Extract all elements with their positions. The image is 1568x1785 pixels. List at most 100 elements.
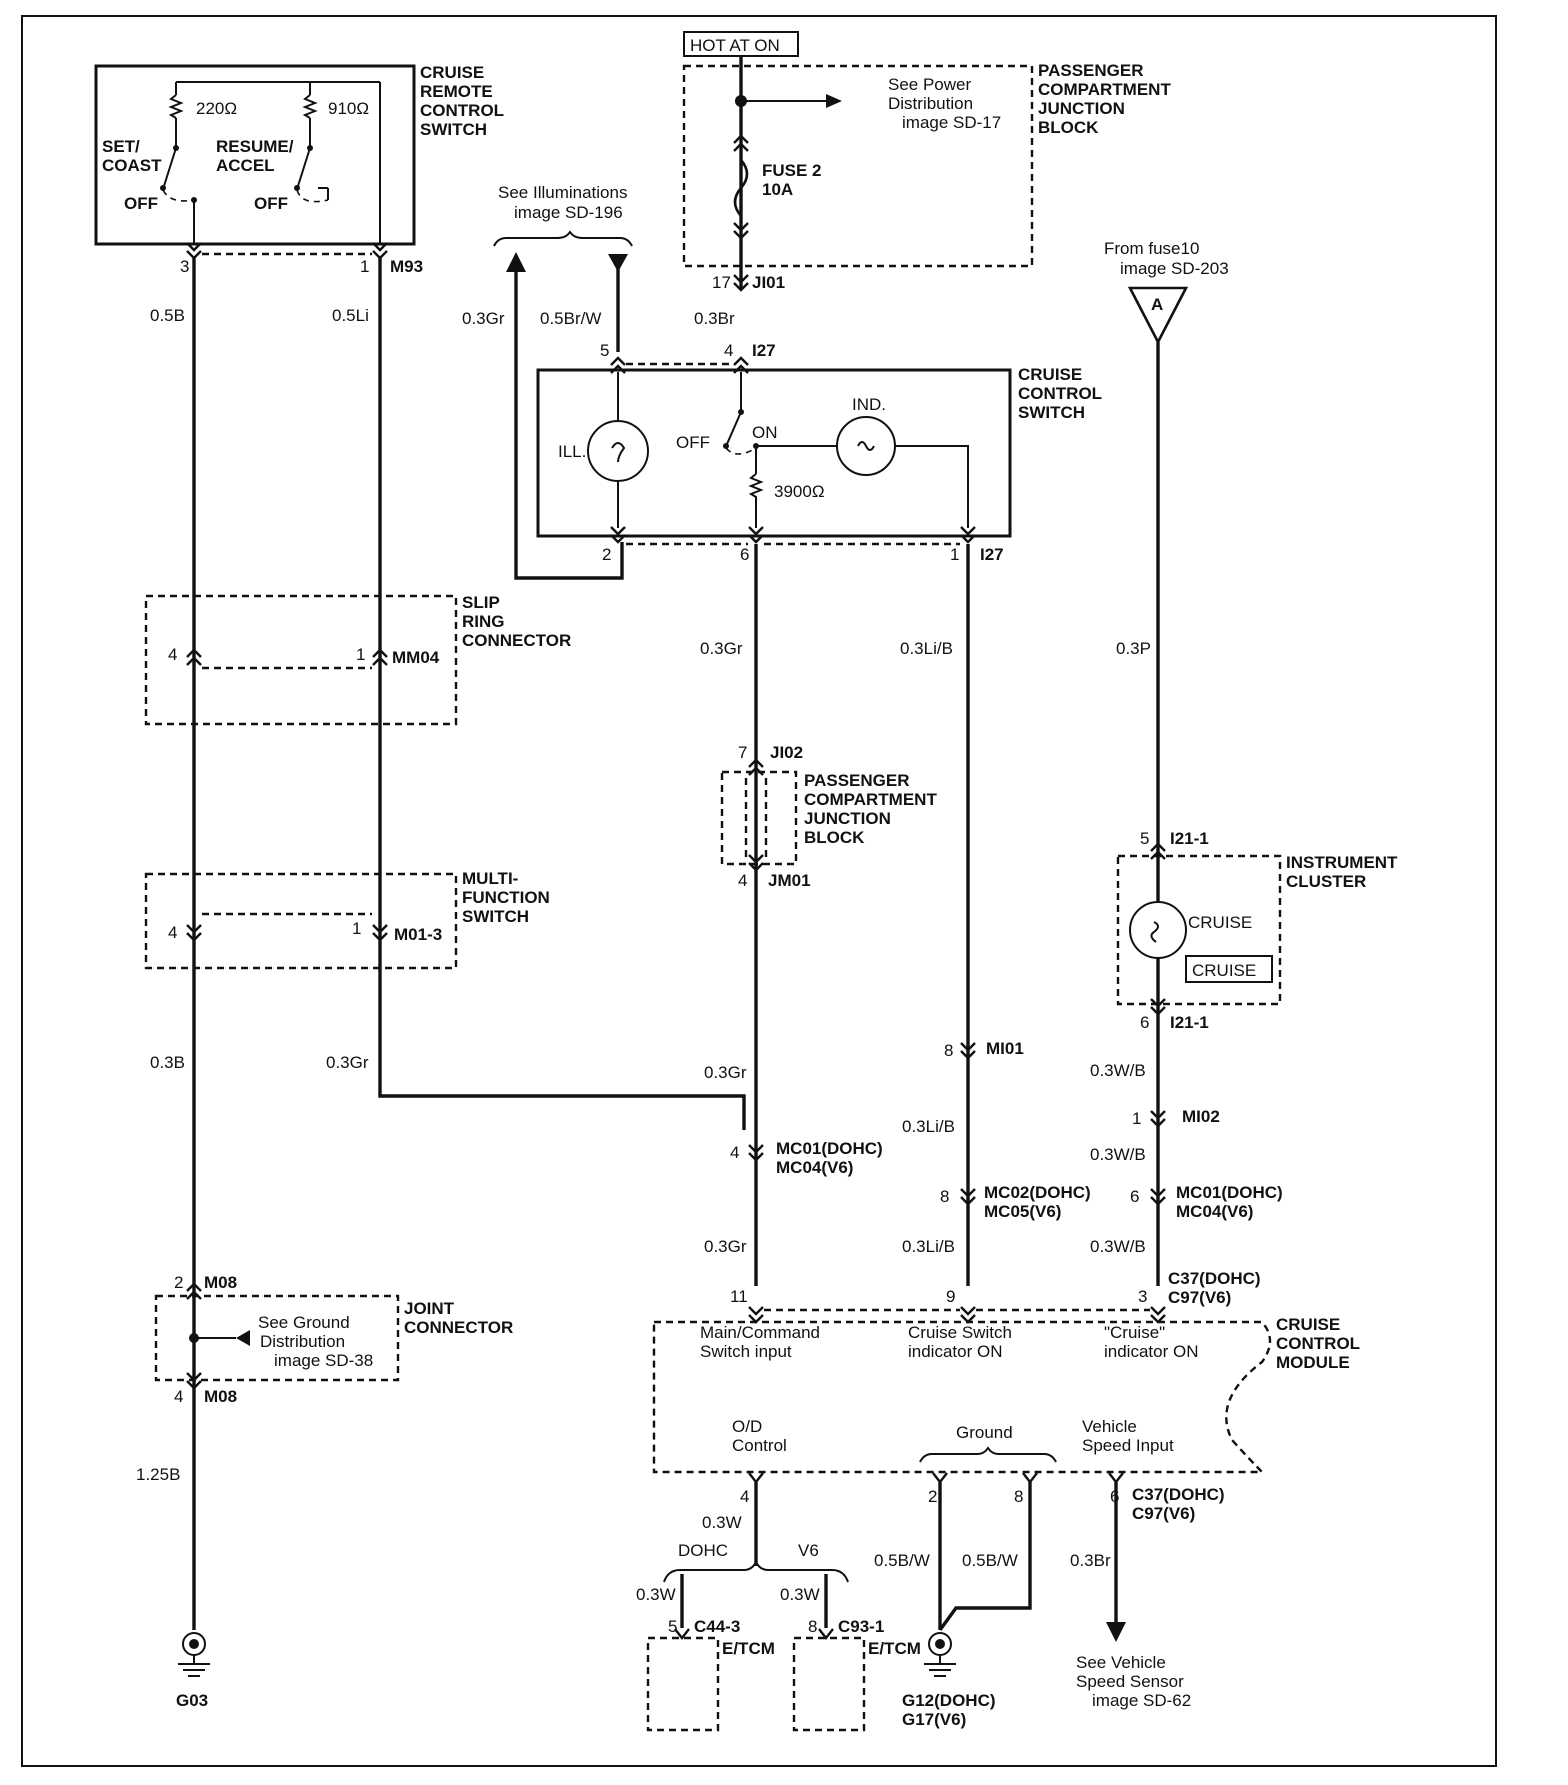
svg-text:8: 8 — [940, 1187, 949, 1206]
svg-text:MM04: MM04 — [392, 648, 440, 667]
etcm-v6: E/TCM — [792, 1636, 921, 1732]
svg-text:C44-3: C44-3 — [694, 1617, 740, 1636]
svg-text:I21-1: I21-1 — [1170, 1013, 1209, 1032]
svg-text:JOINT: JOINT — [404, 1299, 455, 1318]
svg-text:MULTI-: MULTI- — [462, 869, 518, 888]
svg-text:I21-1: I21-1 — [1170, 829, 1209, 848]
ground-g12-icon: G12(DOHC) G17(V6) — [902, 1632, 996, 1729]
svg-text:5: 5 — [1140, 829, 1149, 848]
speed-sensor-note: See Vehicle Speed Sensor image SD-62 — [1076, 1653, 1191, 1710]
svg-text:COMPARTMENT: COMPARTMENT — [804, 790, 937, 809]
wire-03gr-illum: 0.3Gr — [462, 309, 505, 328]
svg-text:CONNECTOR: CONNECTOR — [404, 1318, 513, 1337]
svg-text:8: 8 — [808, 1617, 817, 1636]
svg-text:COMPARTMENT: COMPARTMENT — [1038, 80, 1171, 99]
svg-text:SLIP: SLIP — [462, 593, 500, 612]
wire-03gr-mid: 0.3Gr — [700, 639, 743, 658]
svg-text:PASSENGER: PASSENGER — [1038, 61, 1144, 80]
svg-text:MC01(DOHC): MC01(DOHC) — [1176, 1183, 1283, 1202]
svg-text:M08: M08 — [204, 1273, 237, 1292]
remote-title-3: CONTROL — [420, 101, 504, 120]
svg-text:indicator ON: indicator ON — [908, 1342, 1002, 1361]
svg-text:5: 5 — [668, 1617, 677, 1636]
wire-125b: 1.25B — [136, 1465, 180, 1484]
instrument-cluster: CRUISE CRUISE 5 I21-1 6 I21-1 INSTRUMENT… — [1116, 829, 1398, 1032]
svg-text:G03: G03 — [176, 1691, 208, 1710]
svg-text:See Illuminations: See Illuminations — [498, 183, 627, 202]
svg-text:MODULE: MODULE — [1276, 1353, 1350, 1372]
wire-05li: 0.5Li — [332, 306, 369, 325]
svg-text:See Ground: See Ground — [258, 1313, 350, 1332]
svg-text:M01-3: M01-3 — [394, 925, 442, 944]
svg-text:2: 2 — [602, 545, 611, 564]
passenger-compartment-junction-block-top: See Power Distribution image SD-17 FUSE … — [682, 56, 1171, 290]
joint-connector: 2 M08 4 M08 See Ground Distribution imag… — [154, 1273, 513, 1406]
svg-text:6: 6 — [740, 545, 749, 564]
m93-pin1: 1 — [360, 257, 369, 276]
svg-text:ILL.: ILL. — [558, 442, 586, 461]
wire-03wb-low: 0.3W/B — [1090, 1237, 1146, 1256]
outer-frame — [21, 15, 1497, 1767]
wire-03wb-a: 0.3W/B — [1090, 1061, 1146, 1080]
multi-function-switch: 4 1 M01-3 MULTI- FUNCTION SWITCH — [144, 869, 550, 970]
wire-03w-v6: 0.3W — [780, 1585, 820, 1604]
off-label-1: OFF — [124, 194, 158, 213]
svg-text:DOHC: DOHC — [678, 1541, 728, 1560]
cruise-indicator: CRUISE — [1192, 961, 1256, 980]
svg-text:4: 4 — [724, 341, 733, 360]
svg-text:8: 8 — [944, 1041, 953, 1060]
svg-text:Distribution: Distribution — [260, 1332, 345, 1351]
svg-text:V6: V6 — [798, 1541, 819, 1560]
hot-at-on-box: HOT AT ON — [683, 31, 799, 57]
svg-text:image SD-17: image SD-17 — [902, 113, 1001, 132]
wire-03wb-b: 0.3W/B — [1090, 1145, 1146, 1164]
etcm-dohc: E/TCM — [646, 1636, 775, 1732]
svg-text:4: 4 — [740, 1487, 749, 1506]
m93-pin3: 3 — [180, 257, 189, 276]
svg-text:2: 2 — [174, 1273, 183, 1292]
svg-text:OFF: OFF — [676, 433, 710, 452]
svg-text:See Vehicle: See Vehicle — [1076, 1653, 1166, 1672]
svg-text:HOT AT ON: HOT AT ON — [690, 36, 780, 55]
svg-text:MI01: MI01 — [986, 1039, 1024, 1058]
svg-text:E/TCM: E/TCM — [722, 1639, 775, 1658]
svg-text:9: 9 — [946, 1287, 955, 1306]
svg-text:E/TCM: E/TCM — [868, 1639, 921, 1658]
svg-text:C93-1: C93-1 — [838, 1617, 884, 1636]
svg-text:CRUISE: CRUISE — [1276, 1315, 1340, 1334]
svg-text:M08: M08 — [204, 1387, 237, 1406]
off-label-2: OFF — [254, 194, 288, 213]
svg-text:RING: RING — [462, 612, 505, 631]
svg-text:3900Ω: 3900Ω — [774, 482, 825, 501]
illuminations-note: See Illuminations image SD-196 — [493, 183, 633, 247]
svg-text:FUNCTION: FUNCTION — [462, 888, 550, 907]
slip-ring-connector: 4 1 MM04 SLIP RING CONNECTOR — [144, 593, 571, 726]
svg-text:Ground: Ground — [956, 1423, 1013, 1442]
svg-text:4: 4 — [174, 1387, 183, 1406]
svg-text:I27: I27 — [980, 545, 1004, 564]
wire-03br-low: 0.3Br — [1070, 1551, 1111, 1570]
svg-text:BLOCK: BLOCK — [1038, 118, 1099, 137]
svg-text:6: 6 — [1140, 1013, 1149, 1032]
svg-text:SWITCH: SWITCH — [462, 907, 529, 926]
svg-text:4: 4 — [730, 1143, 739, 1162]
wire-03b: 0.3B — [150, 1053, 185, 1072]
svg-text:MC05(V6): MC05(V6) — [984, 1202, 1061, 1221]
wire-05bw-b: 0.5B/W — [962, 1551, 1018, 1570]
svg-text:Speed Sensor: Speed Sensor — [1076, 1672, 1184, 1691]
wire-03gr-left: 0.3Gr — [326, 1053, 369, 1072]
svg-text:INSTRUMENT: INSTRUMENT — [1286, 853, 1398, 872]
svg-text:image SD-62: image SD-62 — [1092, 1691, 1191, 1710]
svg-text:8: 8 — [1014, 1487, 1023, 1506]
svg-text:C97(V6): C97(V6) — [1132, 1504, 1195, 1523]
svg-text:MI02: MI02 — [1182, 1107, 1220, 1126]
svg-text:IND.: IND. — [852, 395, 886, 414]
svg-text:4: 4 — [168, 923, 177, 942]
wire-03w-dohc: 0.3W — [636, 1585, 676, 1604]
svg-text:1: 1 — [356, 645, 365, 664]
accel-label: ACCEL — [216, 156, 275, 175]
svg-text:11: 11 — [730, 1287, 748, 1306]
svg-text:CRUISE: CRUISE — [1018, 365, 1082, 384]
set-label: SET/ — [102, 137, 140, 156]
svg-text:MC04(V6): MC04(V6) — [1176, 1202, 1253, 1221]
